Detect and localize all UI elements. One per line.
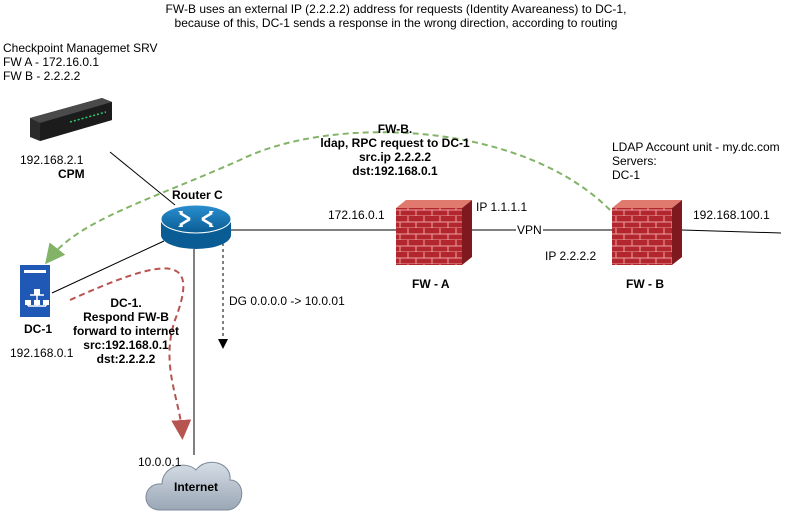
cpm-ip: 192.168.2.1 [20,153,84,167]
vpn-label: VPN [516,223,543,237]
management-server-icon [30,98,112,141]
link-cpm-router [109,151,176,206]
response-arrow [69,267,192,440]
ldap-line-2: Servers: [612,154,657,168]
ldap-line-1: LDAP Account unit - my.dc.com [612,140,780,154]
request-line-2: ldap, RPC request to DC-1 [320,136,470,150]
router-label: Router C [172,188,223,202]
request-line-3: src.ip 2.2.2.2 [358,150,432,164]
fw-b-left-ip: IP 2.2.2.2 [545,249,597,263]
dc1-ip: 192.168.0.1 [10,346,74,360]
cpm-title: Checkpoint Managemet SRV [3,41,158,55]
cpm-fw-b: FW B - 2.2.2.2 [3,69,81,83]
dc1-label: DC-1 [24,322,53,336]
link-router-dc1 [51,240,165,294]
fw-b-firewall-icon [612,200,682,265]
response-line-1: DC-1. [110,296,142,310]
dc1-server-icon [20,265,50,317]
response-line-3: forward to internet [72,324,179,338]
header-line-2: because of this, DC-1 sends a response i… [174,16,618,30]
fw-a-firewall-icon [396,200,472,265]
internet-label: Internet [174,480,219,494]
fw-b-right-ip: 192.168.100.1 [693,208,770,222]
response-line-2: Respond FW-B [83,310,169,324]
response-line-4: src:192.168.0.1 [83,338,169,352]
ldap-line-3: DC-1 [612,168,641,182]
internet-ip: 10.0.0.1 [138,455,182,469]
header-line-1: FW-B uses an external IP (2.2.2.2) addre… [165,2,627,16]
response-line-5: dst:2.2.2.2 [96,352,156,366]
fw-a-left-ip: 172.16.0.1 [328,208,385,222]
internet-cloud-icon [145,461,243,511]
request-arrow [45,131,611,265]
request-line-4: dst:192.168.0.1 [352,164,438,178]
link-fwb-lan [681,229,782,234]
router-icon [160,204,232,249]
cpm-label: CPM [58,167,85,181]
fw-b-label: FW - B [626,277,664,291]
request-line-1: FW-B. [377,122,413,136]
cpm-fw-a: FW A - 172.16.0.1 [3,55,100,69]
fw-a-label: FW - A [412,277,450,291]
dg-label: DG 0.0.0.0 -> 10.0.01 [229,294,345,308]
fw-a-right-ip: IP 1.1.1.1 [476,200,528,214]
